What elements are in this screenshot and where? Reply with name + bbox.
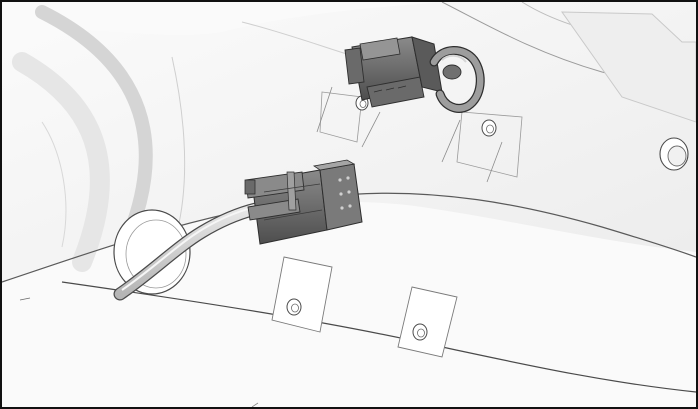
mounted-connector-receptacle <box>344 36 443 108</box>
connector-mounting-clip <box>429 46 485 113</box>
mounting-hole-far-right <box>659 137 689 171</box>
leader-lines <box>19 86 503 407</box>
mounting-plate-lower-right <box>397 286 458 358</box>
harness-connector-plug <box>244 159 363 245</box>
mounting-plate-upper-right <box>456 111 523 178</box>
mounting-plate-lower-left <box>271 256 333 333</box>
wiring-cable <box>113 201 267 301</box>
body-access-hole <box>113 209 191 295</box>
